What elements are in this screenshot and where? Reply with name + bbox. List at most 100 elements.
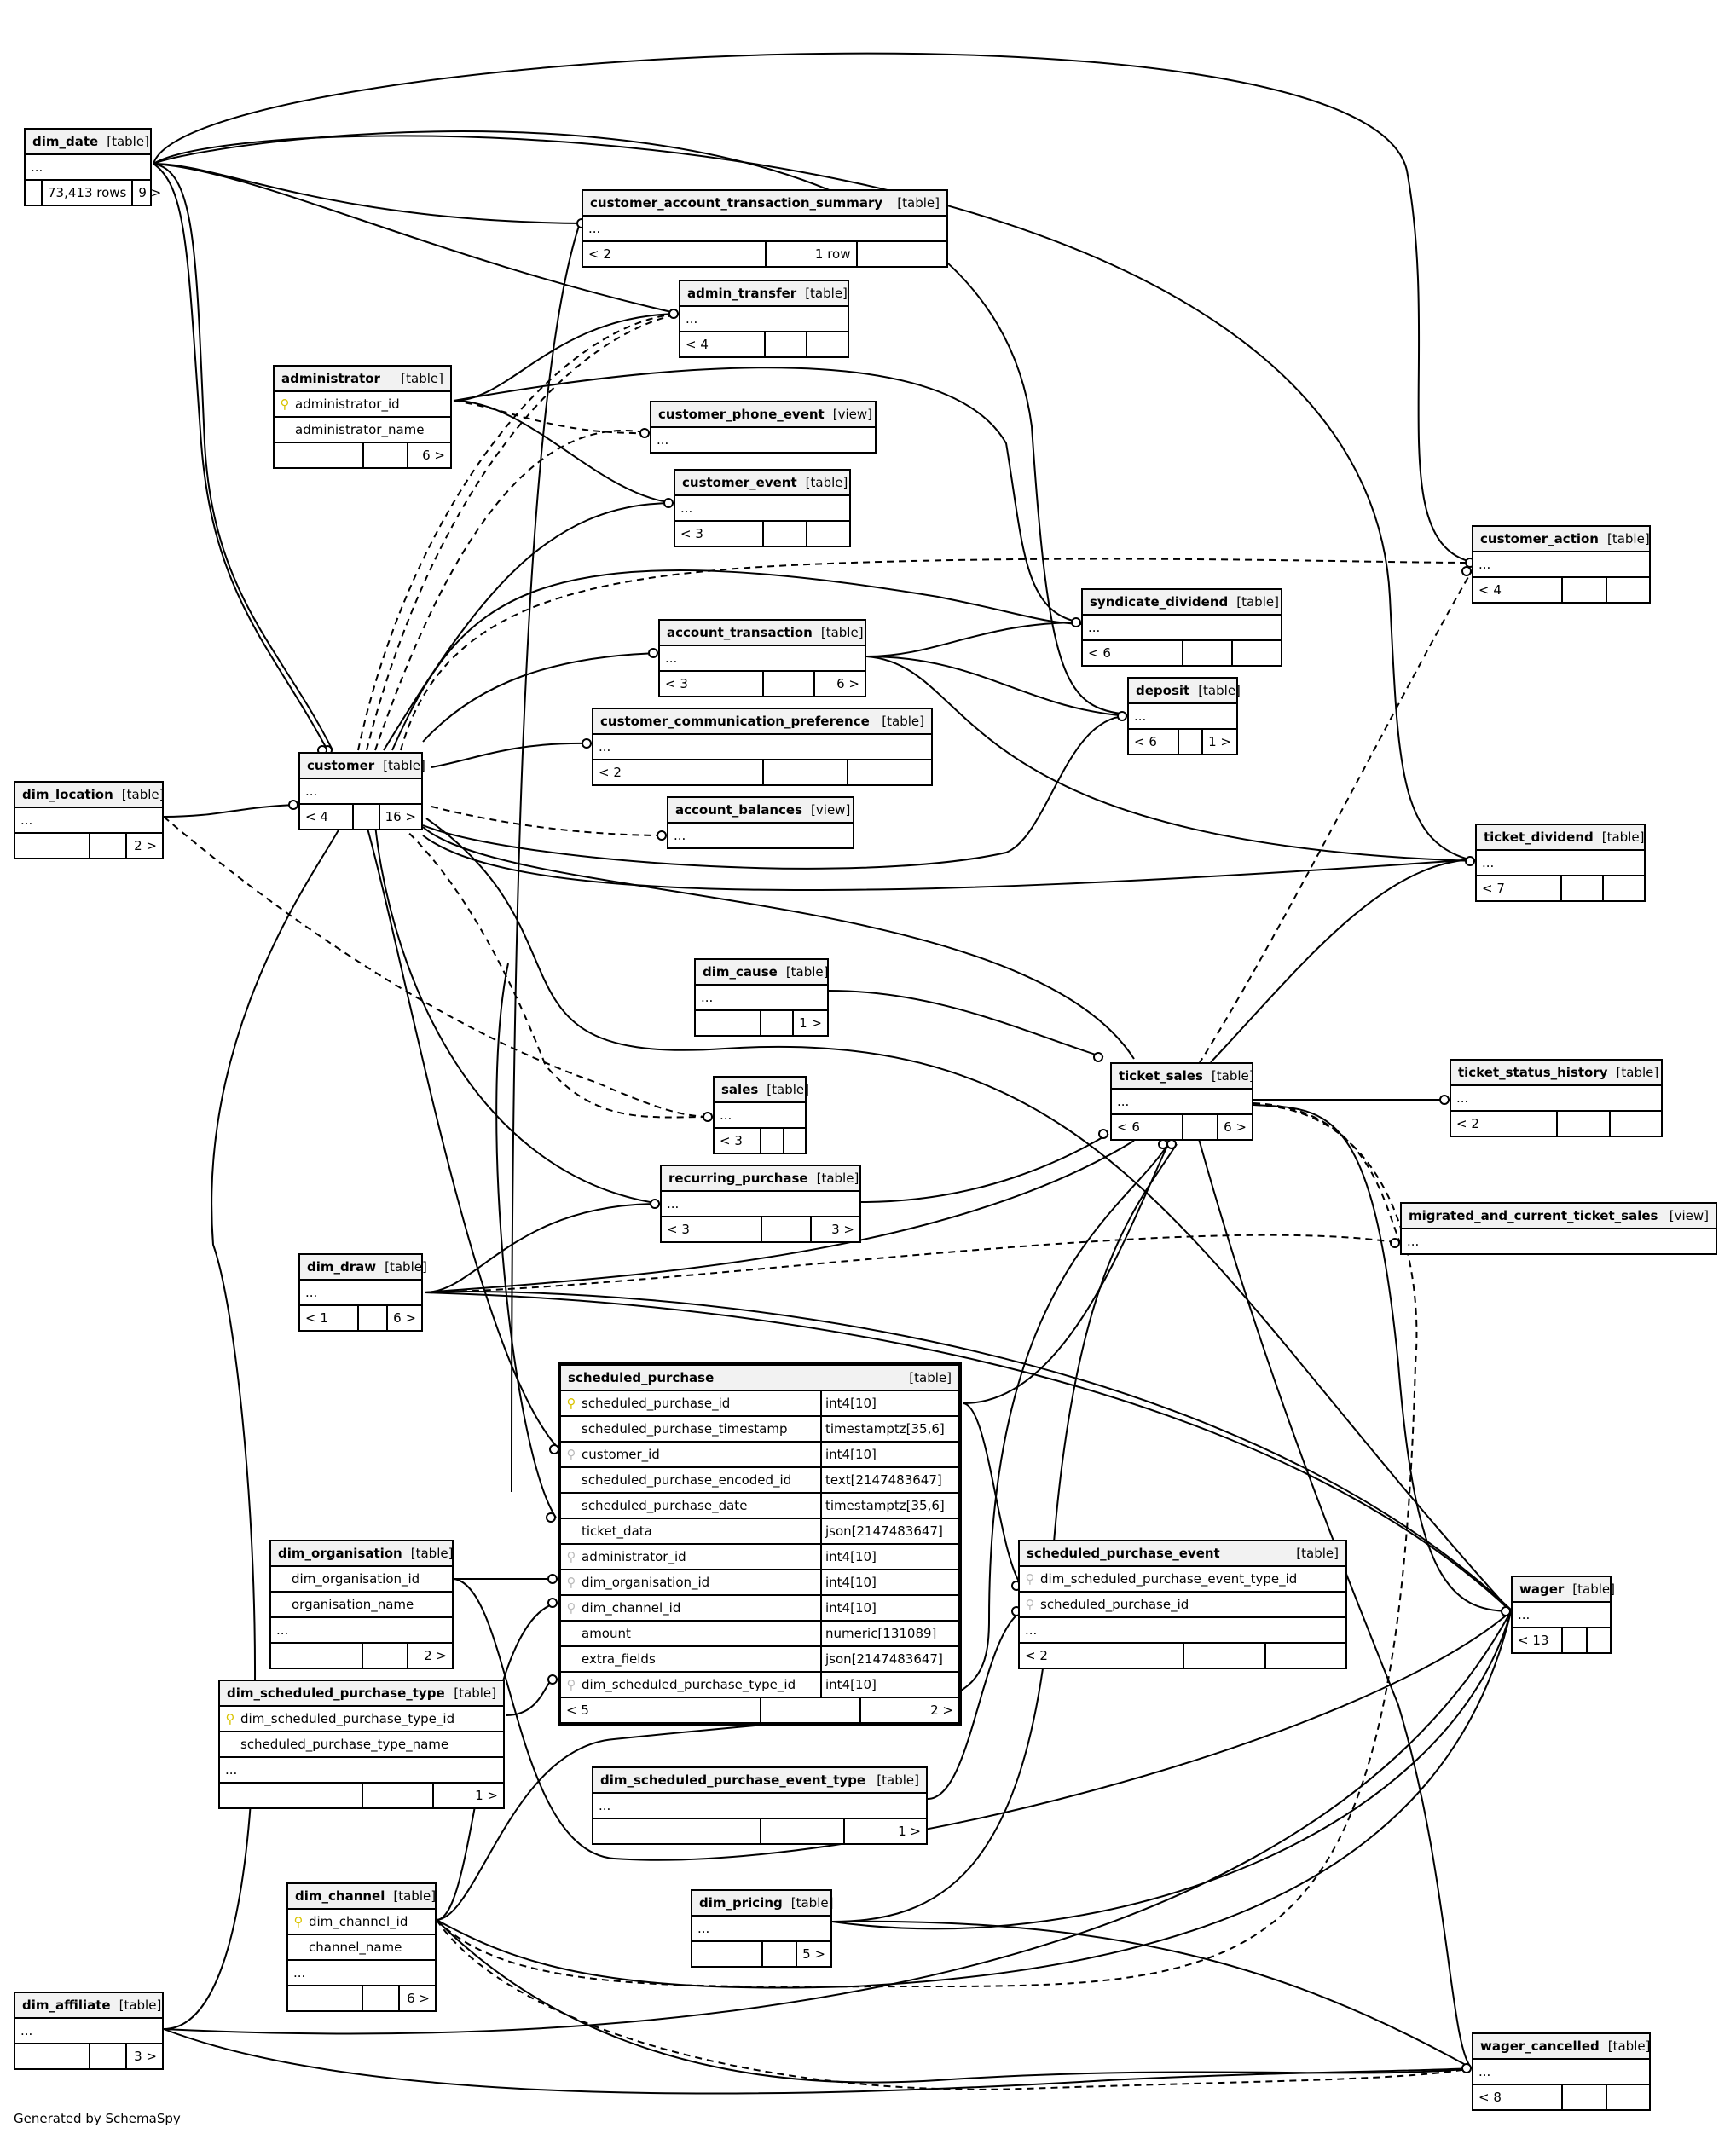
table-ticket-dividend[interactable]: ticket_dividend[table] ... < 7 <box>1475 824 1646 902</box>
table-dim-cause[interactable]: dim_cause[table] ... 1 > <box>694 958 829 1037</box>
column-row: scheduled_purchase_type_name <box>220 1732 503 1758</box>
table-ticket-status-history[interactable]: ticket_status_history[table] ... < 2 <box>1450 1059 1663 1137</box>
table-body: ... <box>662 1192 859 1217</box>
table-body: ... <box>696 986 827 1011</box>
table-name: account_transaction <box>667 625 813 640</box>
table-type: [table] <box>1211 1068 1254 1084</box>
table-name: customer_action <box>1480 531 1599 546</box>
foreign-key-icon: ⚲ <box>566 1575 576 1590</box>
relationship-edge <box>153 163 328 751</box>
column-row: ⚲scheduled_purchase_id <box>1020 1593 1345 1618</box>
table-dim-scheduled-purchase-type[interactable]: dim_scheduled_purchase_type[table] ⚲dim_… <box>218 1680 505 1809</box>
table-customer-action[interactable]: customer_action[table] ... < 4 <box>1472 525 1651 604</box>
edge-endpoint-marker <box>1461 566 1472 576</box>
table-customer-communication-preference[interactable]: customer_communication_preference[table]… <box>592 708 933 786</box>
table-migrated-and-current-ticket-sales[interactable]: migrated_and_current_ticket_sales[view] … <box>1400 1202 1717 1255</box>
table-customer-account-transaction-summary[interactable]: customer_account_transaction_summary[tab… <box>582 189 948 268</box>
primary-key-icon: ⚲ <box>225 1711 235 1726</box>
implied-relationship-edge <box>366 313 680 751</box>
relationship-edge <box>153 135 1476 862</box>
edge-endpoint-marker <box>657 830 667 841</box>
generated-by-footer: Generated by SchemaSpy <box>14 2111 181 2126</box>
edge-endpoint-marker <box>1461 2063 1472 2073</box>
table-body: ... <box>660 646 865 672</box>
table-scheduled-purchase[interactable]: scheduled_purchase[table] ⚲scheduled_pur… <box>558 1362 962 1726</box>
table-body: ... <box>1129 704 1236 730</box>
table-name: customer_communication_preference <box>600 714 870 729</box>
table-body: ... <box>657 432 669 448</box>
table-dim-organisation[interactable]: dim_organisation[table] dim_organisation… <box>269 1540 454 1669</box>
implied-relationship-edge <box>1198 570 1473 1065</box>
table-type: [table] <box>1296 1546 1339 1561</box>
table-type: [table] <box>1601 830 1645 845</box>
table-body: ... <box>1477 851 1644 876</box>
column-row: dim_organisation_id <box>271 1567 452 1593</box>
table-body: ... <box>715 1103 805 1129</box>
table-name: sales <box>721 1082 759 1097</box>
table-type: [table] <box>454 1685 496 1701</box>
edge-endpoint-marker <box>1501 1606 1511 1616</box>
relationship-edge <box>163 824 342 2030</box>
edge-endpoint-marker <box>1098 1129 1108 1139</box>
edge-endpoint-marker <box>547 1674 558 1685</box>
table-wager[interactable]: wager[table] ... < 13 <box>1511 1576 1615 1654</box>
relationship-edge <box>511 223 581 1493</box>
table-name: dim_cause <box>703 964 778 980</box>
table-sales[interactable]: sales[table] ... < 3 <box>713 1076 809 1154</box>
foreign-key-icon: ⚲ <box>566 1549 576 1564</box>
table-type: [table] <box>816 1171 859 1186</box>
relationship-edge <box>422 835 1476 892</box>
table-scheduled-purchase-event[interactable]: scheduled_purchase_event[table] ⚲dim_sch… <box>1018 1540 1347 1669</box>
relationship-edge <box>831 1610 1512 1930</box>
table-dim-channel[interactable]: dim_channel[table] ⚲dim_channel_id chann… <box>286 1882 437 2012</box>
table-body: ... <box>1451 1086 1661 1112</box>
table-dim-pricing[interactable]: dim_pricing[table] ... 5 > <box>691 1889 833 1968</box>
table-body: ... <box>593 735 931 760</box>
table-dim-scheduled-purchase-event-type[interactable]: dim_scheduled_purchase_event_type[table]… <box>592 1766 928 1845</box>
table-customer-phone-event[interactable]: customer_phone_event[view] ... <box>650 401 877 454</box>
table-type: [table] <box>909 1370 952 1385</box>
implied-relationship-edge <box>1253 1102 1401 1244</box>
implied-relationship-edge <box>431 806 668 836</box>
relationship-edge <box>495 963 557 1518</box>
table-body: ... <box>583 217 946 242</box>
table-admin-transfer[interactable]: admin_transfer[table] ... < 4 <box>679 280 849 358</box>
table-name: dim_scheduled_purchase_type <box>227 1685 445 1701</box>
table-account-balances[interactable]: account_balances[view] ... <box>667 796 854 849</box>
relationship-edge <box>422 826 1135 1060</box>
table-type: [table] <box>877 1772 919 1788</box>
relationship-edge <box>436 1919 1473 2084</box>
relationship-edge <box>366 824 560 1450</box>
table-name: ticket_status_history <box>1458 1065 1608 1080</box>
table-wager-cancelled[interactable]: wager_cancelled[table] ... < 8 <box>1472 2032 1651 2111</box>
table-administrator[interactable]: administrator[table] ⚲administrator_id a… <box>273 365 452 469</box>
relationship-edge <box>453 367 1082 623</box>
table-name: wager <box>1519 1581 1565 1597</box>
edge-endpoint-marker <box>668 309 679 319</box>
column-row: organisation_name <box>271 1593 452 1618</box>
table-dim-location[interactable]: dim_location[table] ... 2 > <box>14 781 164 859</box>
table-type: [table] <box>1236 594 1279 610</box>
table-syndicate-dividend[interactable]: syndicate_dividend[table] ... < 6 <box>1081 588 1282 667</box>
relationship-edge <box>865 622 1082 657</box>
table-customer-event[interactable]: customer_event[table] ... < 3 <box>674 469 851 547</box>
implied-relationship-edge <box>357 313 680 751</box>
table-dim-affiliate[interactable]: dim_affiliate[table] ... 3 > <box>14 1992 164 2070</box>
table-body: ... <box>675 496 849 522</box>
table-type: [table] <box>1607 2038 1651 2054</box>
table-name: ticket_sales <box>1119 1068 1203 1084</box>
column-row: channel_name <box>288 1935 435 1961</box>
